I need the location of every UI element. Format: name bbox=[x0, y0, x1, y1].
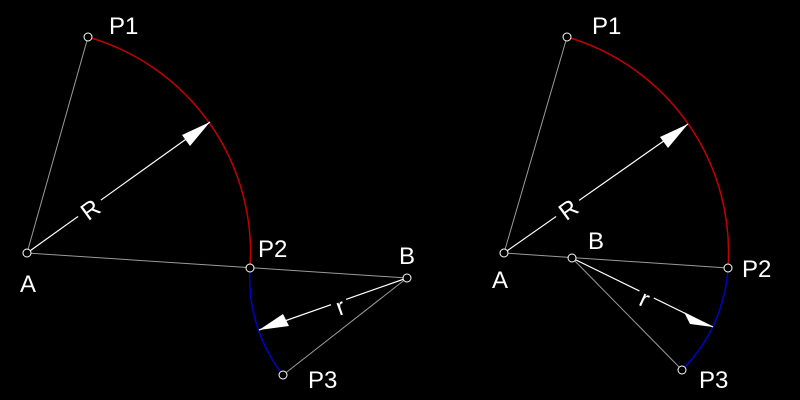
label-p3: P3 bbox=[308, 367, 337, 394]
line-b-p3 bbox=[282, 277, 408, 376]
point-p1 bbox=[83, 32, 93, 42]
arc-r bbox=[248, 267, 284, 376]
arrowhead-R bbox=[182, 122, 210, 146]
line-a-p1 bbox=[26, 36, 89, 254]
point-b bbox=[402, 273, 412, 283]
label-p2: P2 bbox=[258, 236, 287, 263]
label-p1: P1 bbox=[109, 13, 138, 40]
arrowhead-r bbox=[259, 314, 289, 330]
label-a: A bbox=[20, 271, 36, 298]
arrowhead-r bbox=[684, 312, 713, 327]
line-a-p2 bbox=[503, 252, 729, 269]
arrowhead-R bbox=[660, 124, 688, 148]
point-a bbox=[499, 248, 509, 258]
line-a-b bbox=[26, 252, 408, 279]
radius-R-arrow bbox=[26, 121, 211, 254]
label-b: B bbox=[588, 228, 604, 255]
label-p3: P3 bbox=[699, 367, 728, 394]
radius-R-arrow bbox=[503, 123, 689, 254]
arc-r bbox=[681, 267, 729, 371]
point-p1 bbox=[562, 32, 572, 42]
arc-R bbox=[87, 36, 252, 269]
arc-R bbox=[566, 36, 730, 269]
line-a-p1 bbox=[503, 36, 568, 254]
point-b bbox=[567, 253, 577, 263]
point-a bbox=[22, 248, 32, 258]
point-p3 bbox=[278, 370, 288, 380]
label-b: B bbox=[399, 243, 415, 270]
label-p1: P1 bbox=[592, 13, 621, 40]
point-p3 bbox=[677, 365, 687, 375]
line-b-p3 bbox=[571, 257, 683, 371]
point-p2 bbox=[245, 263, 255, 273]
label-p2: P2 bbox=[742, 256, 771, 283]
point-p2 bbox=[723, 263, 733, 273]
label-a: A bbox=[492, 267, 508, 294]
right-diagram: R r P1 A B P2 P3 bbox=[492, 13, 771, 394]
